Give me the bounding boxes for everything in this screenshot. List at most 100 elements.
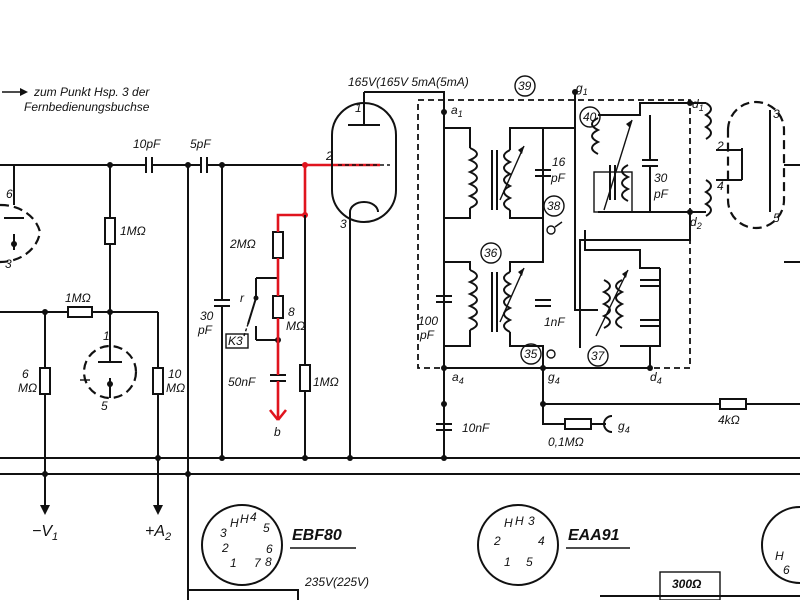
svg-text:H: H — [504, 516, 513, 530]
wire-anode — [364, 91, 445, 112]
wire-235v — [188, 589, 299, 600]
label-50nF: 50nF — [228, 375, 256, 389]
pin-1: 1 — [355, 101, 362, 115]
label-circle-38: 38 — [543, 195, 565, 217]
svg-text:38: 38 — [547, 199, 561, 213]
svg-text:1: 1 — [504, 555, 511, 569]
svg-text:H: H — [775, 549, 784, 563]
label-pF-right: pF — [653, 187, 669, 201]
svg-text:1: 1 — [230, 556, 237, 570]
label-circle-40: 40 — [579, 106, 601, 128]
label-2M: 2MΩ — [229, 237, 256, 251]
label-6M-a: 6 — [22, 367, 29, 381]
rail-plus-a2: +A2 — [145, 523, 171, 543]
label-6M-b: MΩ — [18, 381, 37, 395]
svg-text:2: 2 — [493, 534, 501, 548]
resistor-1M-mid: 1MΩ — [65, 291, 93, 318]
svg-text:6: 6 — [783, 563, 790, 577]
label-voltage-bottom: 235V(225V) — [304, 575, 369, 589]
label-10M-b: MΩ — [166, 381, 185, 395]
tube-diode-small: 1 5 — [80, 312, 138, 413]
label-4k: 4kΩ — [718, 413, 740, 427]
pin-3-right: 3 — [773, 107, 780, 121]
point-a1: a1 — [451, 103, 463, 119]
rail-minus-v1: −V1 — [32, 523, 58, 543]
svg-text:39: 39 — [518, 79, 532, 93]
svg-text:3: 3 — [528, 514, 535, 528]
resistor-300: 300Ω — [600, 571, 800, 600]
resistor-01M: 0,1MΩ g4 — [542, 368, 630, 449]
label-100: 100 — [418, 314, 438, 328]
point-g1: g1 — [576, 81, 588, 97]
tube-left-partial: 6 3 — [0, 165, 42, 271]
label-1M-mid: 1MΩ — [65, 291, 91, 305]
capacitor-10pF: 10pF — [133, 137, 161, 173]
label-circle-36: 36 — [480, 242, 502, 264]
label-30-right: 30 — [654, 171, 668, 185]
resistor-1M-right: 1MΩ — [299, 215, 339, 458]
resistor-1M-top: 1MΩ — [104, 165, 146, 312]
svg-text:35: 35 — [524, 347, 538, 361]
socket-ebf80: H H 4 3 5 2 6 1 7 8 EBF80 — [201, 504, 356, 586]
svg-text:7: 7 — [254, 556, 262, 570]
label-16pF: pF — [550, 171, 566, 185]
capacitor-30pF-left: 30 pF — [197, 165, 230, 458]
label-eaa91: EAA91 — [568, 527, 620, 544]
label-01M: 0,1MΩ — [548, 435, 584, 449]
pin-3-left: 3 — [5, 257, 12, 271]
svg-text:6: 6 — [266, 542, 273, 556]
socket-eaa91: H H 3 2 4 1 5 EAA91 — [477, 504, 630, 586]
svg-text:36: 36 — [484, 246, 498, 260]
svg-text:4: 4 — [250, 510, 257, 524]
point-d2: d2 — [690, 215, 702, 231]
resistor-10M: 10 MΩ — [152, 312, 185, 515]
label-pF-left: pF — [197, 323, 213, 337]
label-circle-35: 35 — [520, 343, 542, 365]
pin-4-right: 4 — [717, 179, 724, 193]
capacitor-5pF: 5pF — [190, 137, 211, 173]
label-10nF: 10nF — [462, 421, 490, 435]
label-10pF: 10pF — [133, 137, 161, 151]
tube-ebf80: 1 2 3 — [325, 92, 397, 458]
svg-text:8: 8 — [265, 555, 272, 569]
label-1M-top: 1MΩ — [120, 224, 146, 238]
note-reference: zum Punkt Hsp. 3 der Fernbedienungsbuchs… — [2, 85, 150, 114]
point-g4: g4 — [548, 370, 560, 386]
label-8M-a: 8 — [288, 305, 295, 319]
point-d1: d1 — [692, 97, 704, 113]
svg-text:37: 37 — [591, 349, 606, 363]
label-5pF: 5pF — [190, 137, 211, 151]
label-ebf80: EBF80 — [292, 527, 342, 544]
point-g4-right: g4 — [618, 419, 630, 435]
svg-text:H: H — [515, 514, 524, 528]
svg-text:H: H — [230, 516, 239, 530]
pin-1-diode: 1 — [103, 329, 110, 343]
point-d4: d4 — [650, 370, 662, 386]
svg-text:2: 2 — [221, 541, 229, 555]
if-transformers: a1 a4 16 pF 38 — [418, 81, 704, 458]
label-1nF: 1nF — [544, 315, 565, 329]
svg-text:5: 5 — [263, 521, 270, 535]
pin-6-left: 6 — [6, 187, 13, 201]
note-line1: zum Punkt Hsp. 3 der — [33, 85, 150, 99]
tube-right: 2 4 3 5 — [690, 100, 800, 263]
label-300: 300Ω — [672, 577, 702, 591]
socket-third-partial: H 6 — [761, 506, 800, 584]
highlighted-path: b — [268, 162, 380, 439]
label-30-left: 30 — [200, 309, 214, 323]
label-circle-37: 37 — [587, 345, 609, 367]
label-circle-39: 39 — [514, 75, 536, 97]
pin-5-right: 5 — [773, 211, 780, 225]
junctions — [42, 162, 546, 477]
resistor-6M: 6 MΩ — [18, 312, 51, 515]
resistor-4k: 4kΩ — [543, 398, 800, 427]
point-a4: a4 — [452, 370, 464, 386]
label-r: r — [240, 291, 245, 305]
label-b: b — [274, 425, 281, 439]
capacitor-10nF: 10nF — [436, 421, 490, 435]
pin-2: 2 — [325, 149, 333, 163]
label-voltage-top: 165V(165V 5mA(5mA) — [348, 75, 469, 89]
pin-3: 3 — [340, 217, 347, 231]
label-100pF: pF — [419, 328, 435, 342]
